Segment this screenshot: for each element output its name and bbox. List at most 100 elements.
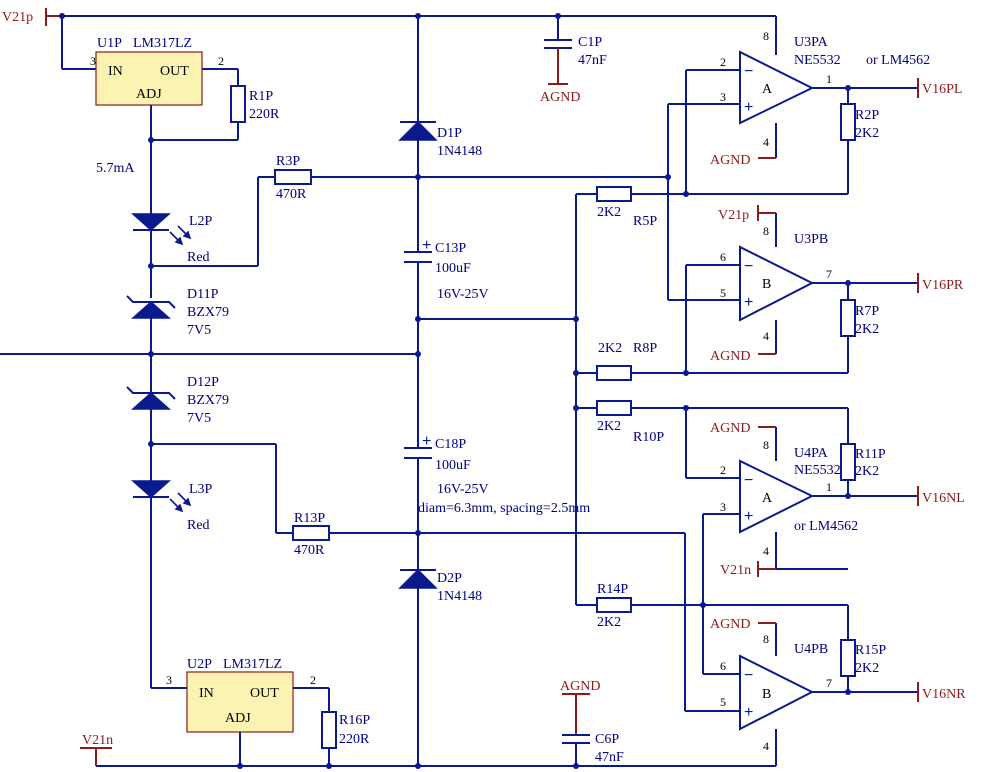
u4pa-pin-out: 1 [826, 480, 832, 494]
resistor-r11p: R11P 2K2 [840, 443, 886, 481]
regulator-u2p: IN OUT ADJ U2P LM317LZ 3 2 [166, 657, 330, 766]
d2p-part: 1N4148 [437, 589, 482, 604]
resistor-r14p: R14P 2K2 [596, 582, 632, 630]
r16p-value: 220R [339, 732, 370, 747]
u4pb-plus: + [744, 704, 753, 721]
port-v16pr: V16PR [917, 273, 964, 293]
r3p-ref: R3P [276, 154, 300, 169]
capacitor-c1p: C1P 47nF AGND [540, 16, 607, 105]
d12p-part: BZX79 [187, 393, 229, 408]
d11p-ref: D11P [187, 287, 219, 302]
d11p-part: BZX79 [187, 305, 229, 320]
agnd-c1-label: AGND [540, 90, 580, 105]
u3pa-pin-vn: 4 [763, 135, 769, 149]
r11p-ref: R11P [855, 447, 886, 462]
bottom-rail: V21n [80, 733, 777, 769]
v21n-mid-label: V21n [720, 563, 751, 578]
agnd-d-label: AGND [710, 617, 750, 632]
agnd-c-label: AGND [710, 421, 750, 436]
resistor-r8p: 2K2 R8P [596, 341, 657, 381]
l3p-color: Red [187, 518, 210, 533]
u4pa-plus: + [744, 508, 753, 525]
u3pa-pin-non: 3 [720, 90, 726, 104]
u2p-adj: ADJ [225, 711, 251, 726]
u1p-ref: U1P [97, 36, 122, 51]
r5p-value: 2K2 [597, 205, 621, 220]
r14p-value: 2K2 [597, 615, 621, 630]
resistor-r1p: R1P 220R [230, 85, 280, 123]
mid-bus [573, 193, 848, 606]
regulator-u1p: IN OUT ADJ U1P LM317LZ 3 2 [90, 36, 239, 143]
u4pa-pin-vn: 4 [763, 544, 769, 558]
d1p-ref: D1P [437, 126, 462, 141]
u3pb-pin-vn: 4 [763, 329, 769, 343]
capacitor-c18p: + C18P 100uF 16V-25V diam=6.3mm, spacing… [404, 433, 590, 516]
capacitor-c6p: AGND C6P 47nF [560, 679, 624, 766]
v21p-b-label: V21p [718, 208, 749, 223]
c18p-plus: + [422, 433, 431, 450]
u3pb-pin-inv: 6 [720, 250, 726, 264]
r14p-ref: R14P [597, 582, 628, 597]
resistor-r3p: R3P 470R [274, 154, 312, 202]
r16p-ref: R16P [339, 713, 370, 728]
led-l3p: L3P Red [131, 480, 213, 533]
led-l2p: L2P Red [131, 213, 213, 265]
c13p-ref: C13P [435, 241, 466, 256]
r2p-value: 2K2 [855, 126, 879, 141]
u3pa-minus: − [744, 63, 753, 80]
u4pa-unit: A [762, 491, 773, 506]
u4pb-ref: U4PB [794, 642, 828, 657]
u4pb-unit: B [762, 687, 771, 702]
r13p-ref: R13P [294, 511, 325, 526]
u3pb-ref: U3PB [794, 232, 828, 247]
u4pa-pin-inv: 2 [720, 463, 726, 477]
u3pb-plus: + [744, 294, 753, 311]
opamp-u4pa: − + A 2 3 1 8 4 U4PA NE5532 or LM4562 [683, 405, 918, 711]
d1p-part: 1N4148 [437, 144, 482, 159]
c18p-rating: 16V-25V [437, 482, 489, 497]
resistor-r10p: 2K2 R10P [596, 400, 664, 445]
u3pb-unit: B [762, 277, 771, 292]
port-v16nr: V16NR [917, 682, 966, 702]
v21n-port-mid: V21n [720, 561, 776, 578]
r7p-value: 2K2 [855, 322, 879, 337]
c18p-ref: C18P [435, 437, 466, 452]
r8p-ref: R8P [633, 341, 657, 356]
u3pa-pin-vp: 8 [763, 29, 769, 43]
c18p-note: diam=6.3mm, spacing=2.5mm [418, 501, 590, 516]
agnd-a: AGND [710, 153, 776, 168]
capacitor-c13p: + C13P 100uF 16V-25V [404, 237, 489, 302]
r15p-value: 2K2 [855, 661, 879, 676]
r15p-ref: R15P [855, 643, 886, 658]
c6p-ref: C6P [595, 732, 619, 747]
resistor-r15p: R15P 2K2 [840, 639, 886, 677]
u4pa-alt: or LM4562 [794, 519, 858, 534]
r1p-ref: R1P [249, 89, 273, 104]
u4pa-minus: − [744, 472, 753, 489]
v21p-port-b: V21p [718, 205, 776, 223]
agnd-b-label: AGND [710, 349, 750, 364]
u2p-in: IN [199, 686, 214, 701]
u4pa-ref: U4PA [794, 446, 829, 461]
agnd-b: AGND [710, 349, 776, 364]
u2p-part: LM317LZ [223, 657, 282, 672]
c1p-value: 47nF [578, 53, 607, 68]
resistor-r7p: R7P 2K2 [840, 299, 879, 337]
c18p-value: 100uF [435, 458, 471, 473]
c13p-value: 100uF [435, 261, 471, 276]
u1p-out: OUT [160, 64, 189, 79]
diode-d2p: D2P 1N4148 [398, 568, 482, 604]
resistor-r16p: R16P 220R [321, 711, 370, 749]
u1p-in: IN [108, 64, 123, 79]
l2p-ref: L2P [189, 214, 213, 229]
r5p-ref: R5P [633, 214, 657, 229]
zener-d12p: D12P BZX79 7V5 [126, 375, 229, 426]
u3pb-pin-out: 7 [826, 267, 832, 281]
center-column [415, 16, 576, 766]
c13p-plus: + [422, 237, 431, 254]
r3p-value: 470R [276, 187, 307, 202]
u1p-part: LM317LZ [133, 36, 192, 51]
opamp-u4pb: − + B 6 5 7 8 4 U4PB [685, 605, 918, 753]
r7p-ref: R7P [855, 304, 879, 319]
